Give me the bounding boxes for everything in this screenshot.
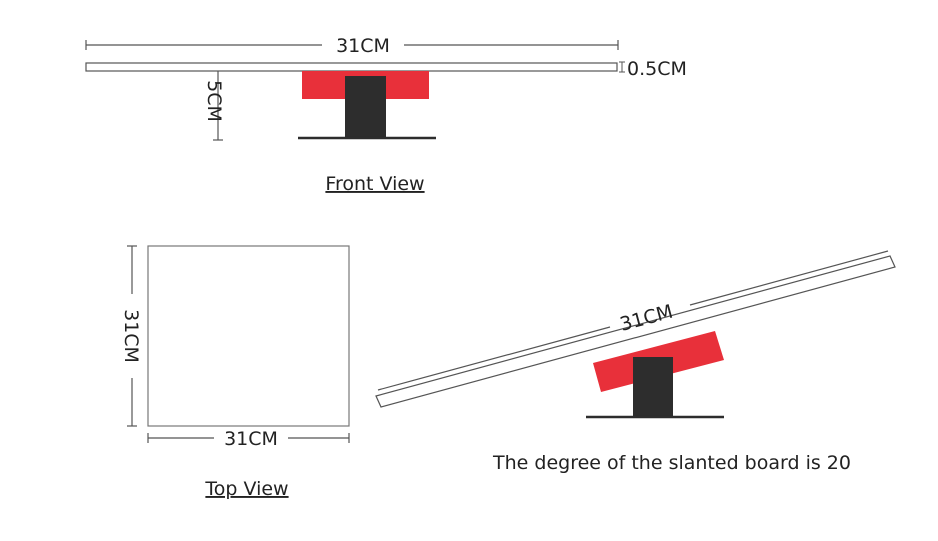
front-width-dimension: 31CM (85, 35, 619, 57)
front-view: 31CM 0.5CM 5CM Front View (85, 35, 687, 195)
top-height-dimension: 31CM (120, 245, 142, 427)
top-width-dimension: 31CM (147, 428, 350, 450)
slanted-view: 31CM The degree of the slanted board is … (375, 250, 896, 474)
slanted-board (375, 255, 896, 408)
front-thickness-dimension: 0.5CM (619, 58, 687, 80)
top-height-label: 31CM (120, 309, 142, 363)
slanted-stand-post (633, 357, 673, 418)
top-view-caption: Top View (204, 478, 288, 500)
front-view-caption: Front View (325, 173, 424, 195)
front-height-dimension: 5CM (203, 71, 225, 141)
slanted-angle-note: The degree of the slanted board is 20 (492, 452, 851, 474)
front-width-label: 31CM (336, 35, 390, 57)
top-width-label: 31CM (224, 428, 278, 450)
front-thickness-label: 0.5CM (627, 58, 687, 80)
front-board (85, 62, 618, 72)
top-view: 31CM 31CM Top View (120, 245, 350, 500)
front-stand-post (345, 76, 386, 138)
front-height-label: 5CM (203, 80, 225, 122)
top-board (147, 245, 350, 427)
